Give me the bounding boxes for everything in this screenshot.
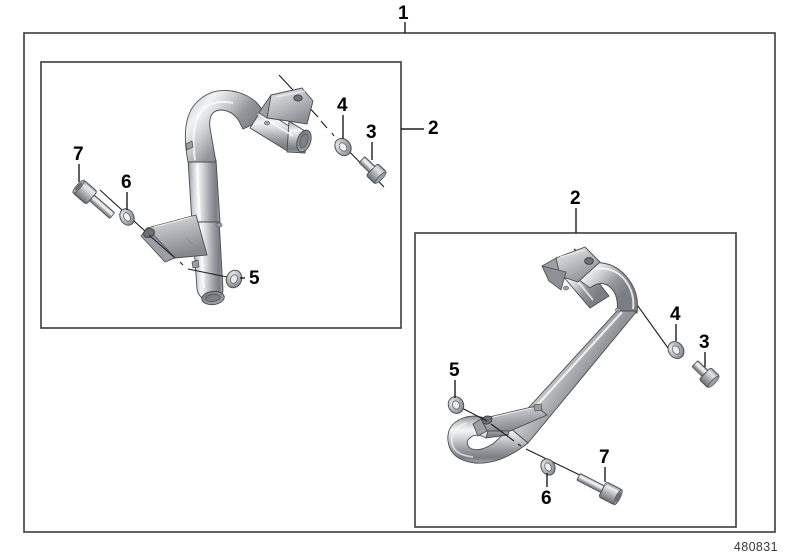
callout-label-c3a: 3 — [366, 122, 377, 143]
lower-mount-bracket-left — [140, 214, 208, 263]
bolt-3-right — [692, 360, 720, 388]
callout-label-c6a: 6 — [121, 172, 132, 193]
washer-5-left — [225, 269, 243, 289]
callout-label-c6b: 6 — [541, 488, 552, 509]
callout-label-c5a: 5 — [249, 268, 260, 289]
left-guard-frame — [40, 61, 402, 329]
callout-label-c2a: 2 — [428, 118, 439, 139]
axis-line-lower-left-dashdot — [148, 234, 233, 279]
upper-mount-bracket-right — [541, 246, 601, 291]
callout-label-c3b: 3 — [699, 332, 710, 353]
lower-mount-bracket-right — [472, 405, 548, 437]
overall-assembly-frame — [23, 32, 776, 533]
callout-label-c4b: 4 — [670, 304, 681, 325]
callout-leaders — [78, 22, 706, 487]
callout-label-c5b: 5 — [449, 360, 460, 381]
callout-label-c2b: 2 — [570, 188, 581, 209]
callout-label-c4a: 4 — [337, 95, 348, 116]
bracket-hole-lower-right — [481, 415, 493, 425]
part-number-label: 480831 — [733, 540, 778, 554]
frames-group — [23, 32, 776, 533]
axis-line-lower-right-dashdot — [490, 423, 589, 480]
engine-guard-bar-right — [447, 246, 638, 464]
bracket-hole-upper-left — [293, 94, 303, 102]
left-engine-guard-assembly — [72, 74, 387, 306]
bolt-7-right — [576, 473, 623, 506]
bolt-3-left — [359, 156, 387, 184]
bolt-7-left — [72, 179, 115, 219]
washer-5-right — [447, 396, 465, 414]
right-engine-guard-assembly — [447, 246, 720, 506]
washer-6-left — [119, 208, 135, 226]
washer-4-left — [334, 137, 352, 157]
washer-4-right — [667, 341, 685, 359]
engine-guard-bar-left — [140, 87, 314, 306]
callout-label-c1: 1 — [398, 3, 409, 24]
callout-label-c7b: 7 — [599, 447, 610, 468]
bracket-hole-upper-right — [584, 257, 594, 265]
washer-6-right — [540, 458, 556, 476]
upper-mount-bracket-left — [258, 87, 314, 125]
callout-label-c7a: 7 — [73, 144, 84, 165]
